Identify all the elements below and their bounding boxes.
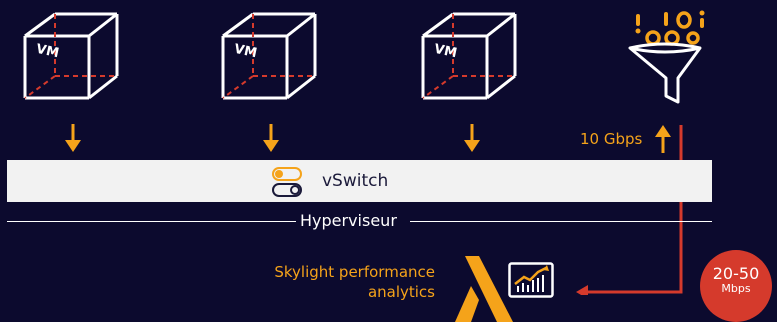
- output-rate-badge: 20-50 Mbps: [700, 250, 772, 322]
- tap-return-line: [576, 125, 683, 295]
- arrow-down-icon: [464, 124, 480, 152]
- skylight-label-line2: analytics: [367, 283, 435, 301]
- arrow-up-icon: [655, 125, 671, 153]
- vm-cube-icon: [421, 12, 517, 100]
- vm-cube-icon: [221, 12, 317, 100]
- vswitch-bar: [7, 160, 712, 202]
- vswitch-label: vSwitch: [322, 171, 389, 191]
- hypervisor-label: Hyperviseur: [296, 211, 401, 230]
- skylight-label: Skylight performance analytics: [230, 262, 435, 302]
- skylight-label-line1: Skylight performance: [274, 263, 435, 281]
- output-rate-value: 20-50: [712, 264, 760, 283]
- arrow-down-icon: [65, 124, 81, 152]
- trend-chart-icon: [508, 262, 554, 298]
- tap-rate-label: 10 Gbps: [580, 130, 643, 148]
- hypervisor-line: [410, 221, 712, 222]
- output-rate-unit: Mbps: [721, 282, 751, 295]
- arrow-down-icon: [263, 124, 279, 152]
- lambda-logo-icon: [455, 256, 513, 322]
- hypervisor-line: [7, 221, 297, 222]
- funnel-icon: [628, 10, 705, 104]
- vm-cube-icon: [23, 12, 119, 100]
- toggle-icon: [272, 167, 302, 197]
